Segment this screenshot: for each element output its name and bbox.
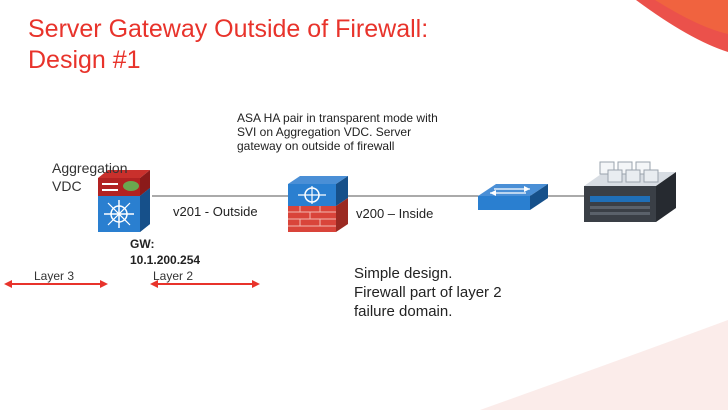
asa-note-line1: ASA HA pair in transparent mode with (237, 111, 438, 125)
aggregation-label-line1: Aggregation (52, 160, 128, 176)
slide-title: Server Gateway Outside of Firewall: Desi… (28, 14, 588, 76)
gateway-ip: 10.1.200.254 (130, 253, 201, 267)
design-summary: Simple design. Firewall part of layer 2 … (354, 264, 614, 321)
layer3-label: Layer 3 (34, 269, 75, 283)
gateway-label-title: GW: (130, 237, 155, 251)
summary-line2: Firewall part of layer 2 (354, 284, 502, 301)
server-cluster-icon (584, 161, 676, 222)
corner-swoosh-inner (655, 0, 728, 34)
aggregation-label-line2: VDC (52, 178, 82, 194)
layer2-label: Layer 2 (153, 269, 194, 283)
asa-note: ASA HA pair in transparent mode with SVI… (237, 111, 497, 153)
vlan-outside-label: v201 - Outside (173, 204, 258, 219)
layer2-arrow-right-head (252, 280, 260, 288)
bottom-swoosh (480, 320, 728, 410)
summary-line1: Simple design. (354, 265, 453, 282)
layer3-arrow-right-head (100, 280, 108, 288)
vlan-inside-label: v200 – Inside (354, 206, 436, 221)
slide-title-line2: Design #1 (28, 46, 141, 74)
nexus-switch-icon (98, 170, 150, 232)
asa-note-line2: SVI on Aggregation VDC. Server (237, 125, 412, 139)
aggregation-vdc-label: Aggregation VDC (52, 159, 128, 195)
layer2-switch-icon (478, 184, 548, 210)
gateway-label: GW: 10.1.200.254 (130, 236, 200, 268)
layer3-arrow-left-head (4, 280, 12, 288)
summary-line3: failure domain. (354, 303, 453, 320)
asa-note-line3: gateway on outside of firewall (237, 139, 395, 153)
asa-firewall-icon (288, 176, 348, 232)
slide-title-line1: Server Gateway Outside of Firewall: (28, 15, 429, 43)
layer2-arrow-left-head (150, 280, 158, 288)
